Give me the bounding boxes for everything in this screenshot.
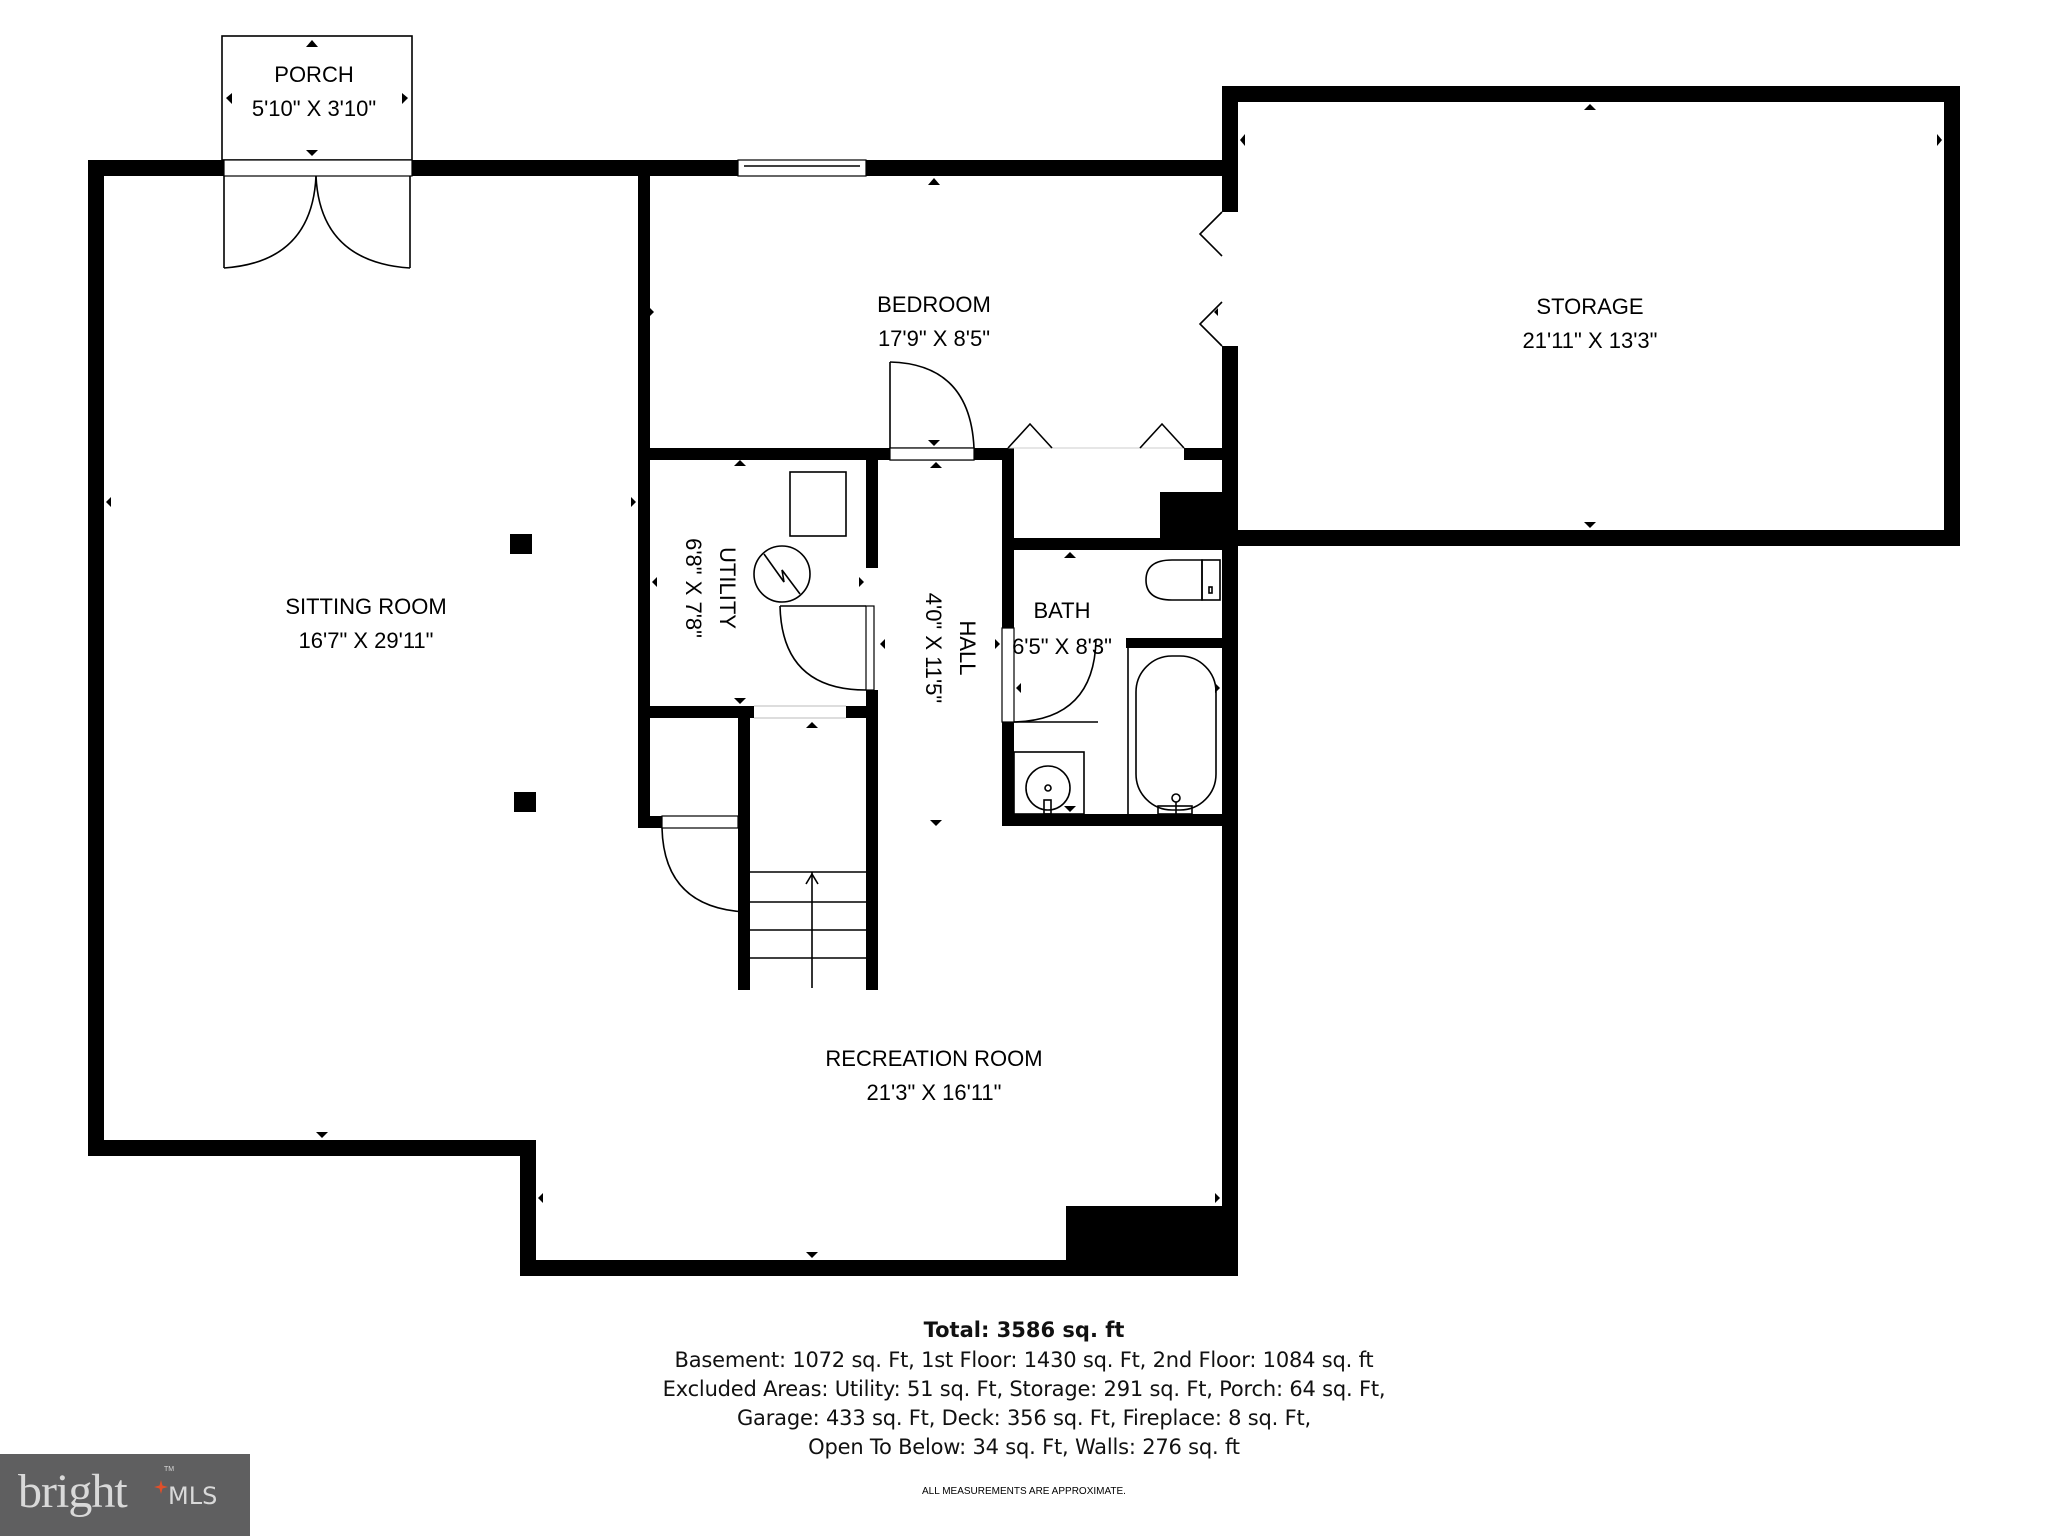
room-dimensions-utility: 6'8" X 7'8" bbox=[681, 538, 706, 638]
logo-suffix: MLS bbox=[168, 1482, 218, 1510]
summary-line: Excluded Areas: Utility: 51 sq. Ft, Stor… bbox=[662, 1377, 1386, 1401]
bifold-door-icon bbox=[1198, 211, 1238, 347]
bath: BATH 6'5" X 8'3" bbox=[1001, 552, 1221, 815]
bifold-door-icon bbox=[1007, 422, 1185, 449]
utility: UTILITY 6'8" X 7'8" bbox=[652, 460, 875, 728]
room-name-hall: HALL bbox=[955, 620, 980, 675]
room-name-porch: PORCH bbox=[274, 62, 353, 87]
door-icon bbox=[779, 605, 875, 691]
room-dimensions-bath: 6'5" X 8'3" bbox=[1012, 634, 1112, 659]
furnace-icon bbox=[789, 471, 847, 537]
recreation-room: RECREATION ROOM 21'3" X 16'11" bbox=[538, 1046, 1220, 1258]
walls bbox=[88, 86, 1960, 1276]
logo-brand: bright bbox=[18, 1465, 128, 1518]
room-name-storage: STORAGE bbox=[1536, 294, 1643, 319]
room-name-bedroom: BEDROOM bbox=[877, 292, 991, 317]
stairs-icon bbox=[750, 871, 866, 988]
room-name-utility: UTILITY bbox=[715, 547, 740, 629]
closet-door bbox=[661, 815, 747, 913]
door-icon bbox=[889, 361, 975, 461]
bright-mls-logo: bright TM MLS bbox=[0, 1454, 250, 1536]
disclaimer: ALL MEASUREMENTS ARE APPROXIMATE. bbox=[922, 1486, 1126, 1497]
bathtub-icon bbox=[1127, 648, 1217, 815]
star-icon bbox=[154, 1480, 168, 1494]
room-name-recreation-room: RECREATION ROOM bbox=[825, 1046, 1042, 1071]
total-area: Total: 3586 sq. ft bbox=[923, 1318, 1125, 1342]
room-dimensions-storage: 21'11" X 13'3" bbox=[1523, 328, 1658, 353]
summary-line: Basement: 1072 sq. Ft, 1st Floor: 1430 s… bbox=[674, 1348, 1374, 1372]
toilet-icon bbox=[1145, 559, 1221, 601]
window-icon bbox=[737, 159, 867, 177]
column-icon bbox=[510, 534, 532, 554]
summary-line: Open To Below: 34 sq. Ft, Walls: 276 sq.… bbox=[808, 1435, 1240, 1459]
sink-icon bbox=[1013, 751, 1085, 815]
room-dimensions-sitting-room: 16'7" X 29'11" bbox=[299, 628, 434, 653]
door-icon bbox=[1001, 627, 1098, 723]
room-dimensions-bedroom: 17'9" X 8'5" bbox=[878, 326, 990, 351]
storage: STORAGE 21'11" X 13'3" bbox=[1240, 104, 1942, 528]
porch: PORCH 5'10" X 3'10" bbox=[221, 35, 413, 269]
room-dimensions-hall: 4'0" X 11'5" bbox=[921, 593, 946, 703]
summary-line: Garage: 433 sq. Ft, Deck: 356 sq. Ft, Fi… bbox=[736, 1406, 1312, 1430]
water-heater-icon bbox=[753, 545, 811, 603]
sitting-room: SITTING ROOM 16'7" X 29'11" bbox=[106, 497, 636, 1138]
room-name-bath: BATH bbox=[1033, 598, 1090, 623]
column-icon bbox=[514, 792, 536, 812]
room-dimensions-recreation-room: 21'3" X 16'11" bbox=[867, 1080, 1002, 1105]
bedroom: BEDROOM 17'9" X 8'5" bbox=[650, 159, 1238, 461]
logo-trademark: TM bbox=[164, 1466, 175, 1473]
double-door-icon bbox=[223, 175, 411, 269]
hall: HALL 4'0" X 11'5" bbox=[880, 447, 1000, 826]
room-dimensions-porch: 5'10" X 3'10" bbox=[252, 96, 376, 121]
room-name-sitting-room: SITTING ROOM bbox=[285, 594, 446, 619]
